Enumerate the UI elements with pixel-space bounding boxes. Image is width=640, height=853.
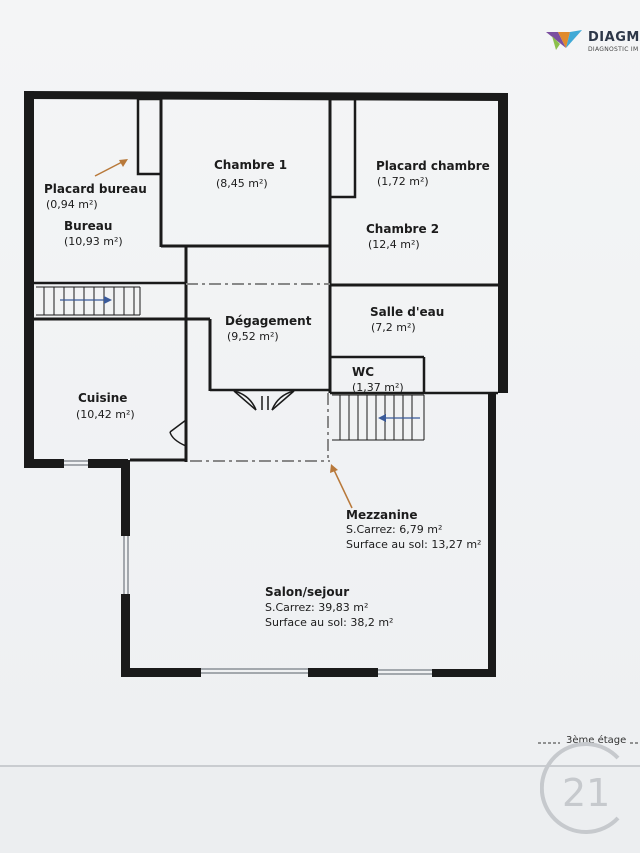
room-area-degagement: (9,52 m²) xyxy=(227,330,279,343)
room-name-wc: WC xyxy=(352,365,375,379)
floor-legend: 3ème étage xyxy=(566,735,627,746)
room-name-salon: Salon/sejour xyxy=(265,585,350,599)
room-name-salle-deau: Salle d'eau xyxy=(370,305,445,319)
brand-subtitle: DIAGNOSTIC IM xyxy=(588,46,639,53)
room-area-bureau: (10,93 m²) xyxy=(64,235,123,248)
cuisine-bottom-wall-b xyxy=(88,459,128,468)
plan-sheet xyxy=(0,0,640,765)
room-area-placard-bureau: (0,94 m²) xyxy=(46,198,98,211)
outer-wall-left-lower-a xyxy=(121,460,130,536)
room-name-degagement: Dégagement xyxy=(225,314,312,328)
outer-wall-right-upper xyxy=(498,93,508,393)
outer-wall-bottom-a xyxy=(121,668,201,677)
room-area-chambre-2: (12,4 m²) xyxy=(368,238,420,251)
outer-wall-top xyxy=(24,91,508,101)
room-name-chambre-2: Chambre 2 xyxy=(366,222,440,236)
outer-wall-bottom-c xyxy=(432,669,496,677)
room-name-placard-chambre: Placard chambre xyxy=(376,159,490,173)
outer-wall-left xyxy=(24,91,34,467)
watermark-text: 21 xyxy=(562,771,610,815)
room-area-salle-deau: (7,2 m²) xyxy=(371,321,416,334)
room-name-placard-bureau: Placard bureau xyxy=(44,182,147,196)
room-sol-salon: Surface au sol: 38,2 m² xyxy=(265,616,394,629)
sheet-edge xyxy=(0,765,640,767)
room-area-placard-chambre: (1,72 m²) xyxy=(377,175,429,188)
outer-wall-right-lower xyxy=(488,393,496,677)
room-name-cuisine: Cuisine xyxy=(78,391,128,405)
room-name-mezzanine: Mezzanine xyxy=(346,508,418,522)
century21-watermark-icon: 21 xyxy=(540,742,620,834)
outer-wall-bottom-b xyxy=(308,668,378,677)
room-name-bureau: Bureau xyxy=(64,219,113,233)
cuisine-bottom-wall-a xyxy=(24,459,64,468)
floor-plan xyxy=(24,91,508,677)
legend-line-icon xyxy=(538,742,638,744)
outer-wall-left-lower-b xyxy=(121,594,130,676)
brand-name: DIAGMA xyxy=(588,30,640,45)
room-area-cuisine: (10,42 m²) xyxy=(76,408,135,421)
room-sol-mezzanine: Surface au sol: 13,27 m² xyxy=(346,538,482,551)
room-area-wc: (1,37 m²) xyxy=(352,381,404,394)
room-name-chambre-1: Chambre 1 xyxy=(214,158,288,172)
diagma-logo-icon xyxy=(546,30,582,50)
room-carrez-mezzanine: S.Carrez: 6,79 m² xyxy=(346,523,443,536)
room-area-chambre-1: (8,45 m²) xyxy=(216,177,268,190)
room-carrez-salon: S.Carrez: 39,83 m² xyxy=(265,601,369,614)
